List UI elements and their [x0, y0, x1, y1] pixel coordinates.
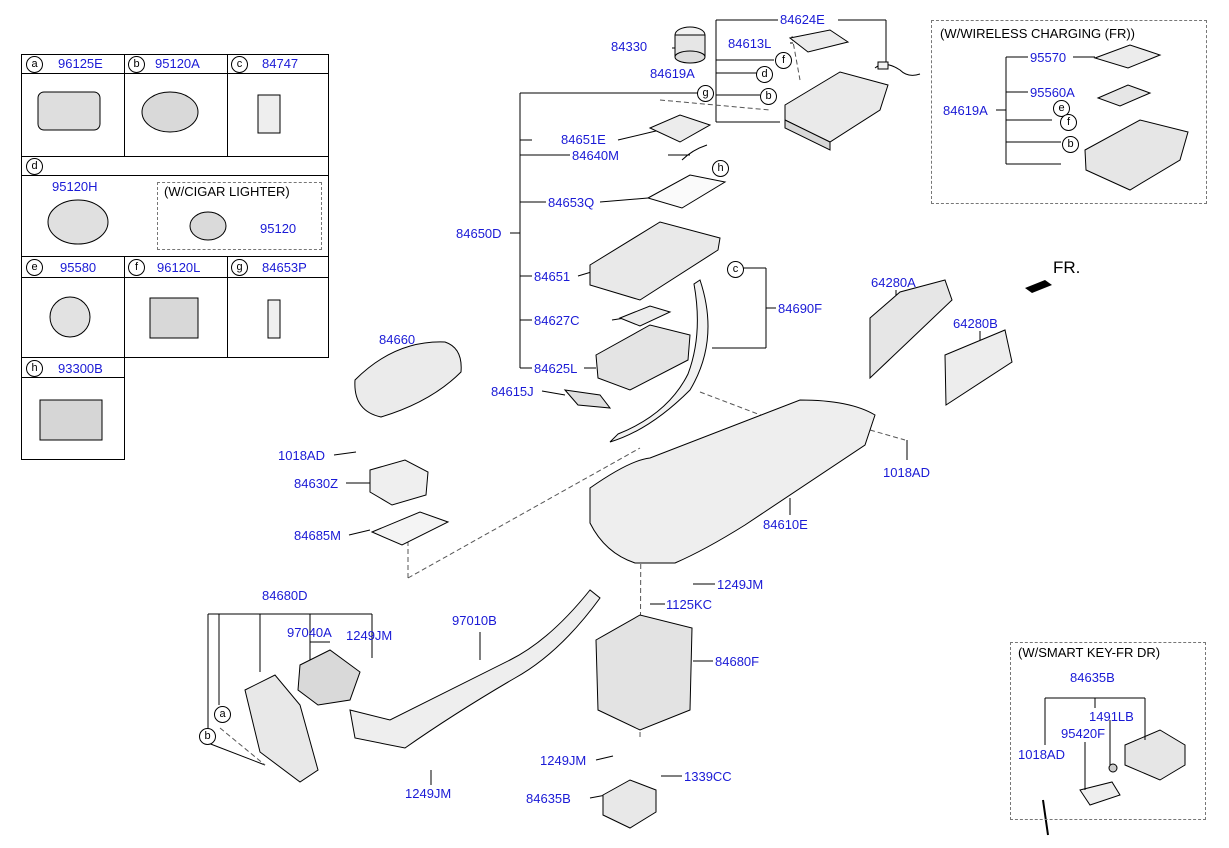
legend-part-d: 95120H	[52, 179, 98, 194]
part-84680f: 84680F	[715, 654, 760, 669]
legend-letter-a: a	[26, 56, 43, 73]
cigar-lighter-title: (W/CIGAR LIGHTER)	[164, 184, 290, 199]
legend-header-row-3	[21, 256, 329, 278]
part-1018ad-left: 1018AD	[278, 448, 325, 463]
part-84651: 84651	[534, 269, 571, 284]
legend-header-row-2	[21, 156, 329, 176]
legend-part-h: 93300B	[58, 361, 103, 376]
wireless-charging-inset	[931, 20, 1207, 204]
front-direction-label: FR.	[1053, 258, 1081, 277]
legend-letter-g: g	[231, 259, 248, 276]
part-1018ad-right: 1018AD	[883, 465, 930, 480]
part-1249jm-duct: 1249JM	[405, 786, 452, 801]
legend-header-row-1	[21, 54, 329, 74]
cigar-lighter-box	[157, 182, 322, 250]
part-84650d: 84650D	[456, 226, 502, 241]
part-1249jm-bottom: 1249JM	[540, 753, 587, 768]
smart-key-inset	[1010, 642, 1206, 820]
part-1339cc: 1339CC	[684, 769, 732, 784]
part-84627c: 84627C	[534, 313, 580, 328]
part-84680d: 84680D	[262, 588, 308, 603]
wireless-part-95570: 95570	[1030, 50, 1067, 65]
part-84610e: 84610E	[763, 517, 808, 532]
callout-a-fascia: a	[214, 706, 231, 723]
legend-part-a: 96125E	[58, 56, 103, 71]
part-84615j: 84615J	[491, 384, 534, 399]
smart-key-part-1491lb: 1491LB	[1089, 709, 1134, 724]
legend-letter-f: f	[128, 259, 145, 276]
legend-part-e: 95580	[60, 260, 97, 275]
legend-letter-h: h	[26, 360, 43, 377]
part-64280a: 64280A	[871, 275, 916, 290]
callout-b: b	[760, 88, 777, 105]
fr-arrow-icon	[1025, 280, 1052, 293]
part-1125kc: 1125KC	[666, 597, 713, 612]
part-84624e: 84624E	[780, 12, 825, 27]
smart-key-title: (W/SMART KEY-FR DR)	[1018, 645, 1161, 660]
legend-letter-d: d	[26, 158, 43, 175]
legend-part-f: 96120L	[157, 260, 201, 275]
part-84330: 84330	[611, 39, 648, 54]
legend-letter-b: b	[128, 56, 145, 73]
part-84630z: 84630Z	[294, 476, 339, 491]
part-84685m: 84685M	[294, 528, 341, 543]
part-1249jm-vent: 1249JM	[346, 628, 393, 643]
wireless-callout-b: b	[1062, 136, 1079, 153]
wireless-callout-e: e	[1053, 100, 1070, 117]
cigar-lighter-part: 95120	[260, 221, 297, 236]
callout-d: d	[756, 66, 773, 83]
wireless-title: (W/WIRELESS CHARGING (FR))	[940, 26, 1135, 41]
part-97010b: 97010B	[452, 613, 497, 628]
callout-h: h	[712, 160, 729, 177]
smart-key-part-84635b: 84635B	[1070, 670, 1115, 685]
part-84690f: 84690F	[778, 301, 823, 316]
callout-g: g	[697, 85, 714, 102]
callout-c: c	[727, 261, 744, 278]
wireless-part-84619a: 84619A	[943, 103, 988, 118]
part-84640m: 84640M	[572, 148, 619, 163]
legend-letter-c: c	[231, 56, 248, 73]
smart-key-part-95420f: 95420F	[1061, 726, 1106, 741]
smart-key-part-1018ad: 1018AD	[1018, 747, 1065, 762]
part-84635b: 84635B	[526, 791, 571, 806]
part-84653q: 84653Q	[548, 195, 595, 210]
legend-part-g: 84653P	[262, 260, 307, 275]
part-64280b: 64280B	[953, 316, 998, 331]
part-1249jm-right: 1249JM	[717, 577, 764, 592]
part-84660: 84660	[379, 332, 416, 347]
legend-header-row-4	[21, 357, 125, 378]
legend-letter-e: e	[26, 259, 43, 276]
callout-f: f	[775, 52, 792, 69]
part-84613l: 84613L	[728, 36, 772, 51]
callout-b-fascia: b	[199, 728, 216, 745]
legend-part-b: 95120A	[155, 56, 200, 71]
part-84651e: 84651E	[561, 132, 606, 147]
wireless-callout-f: f	[1060, 114, 1077, 131]
part-84625l: 84625L	[534, 361, 578, 376]
part-97040a: 97040A	[287, 625, 332, 640]
legend-part-c: 84747	[262, 56, 299, 71]
part-84619a: 84619A	[650, 66, 695, 81]
wireless-part-95560a: 95560A	[1030, 85, 1075, 100]
